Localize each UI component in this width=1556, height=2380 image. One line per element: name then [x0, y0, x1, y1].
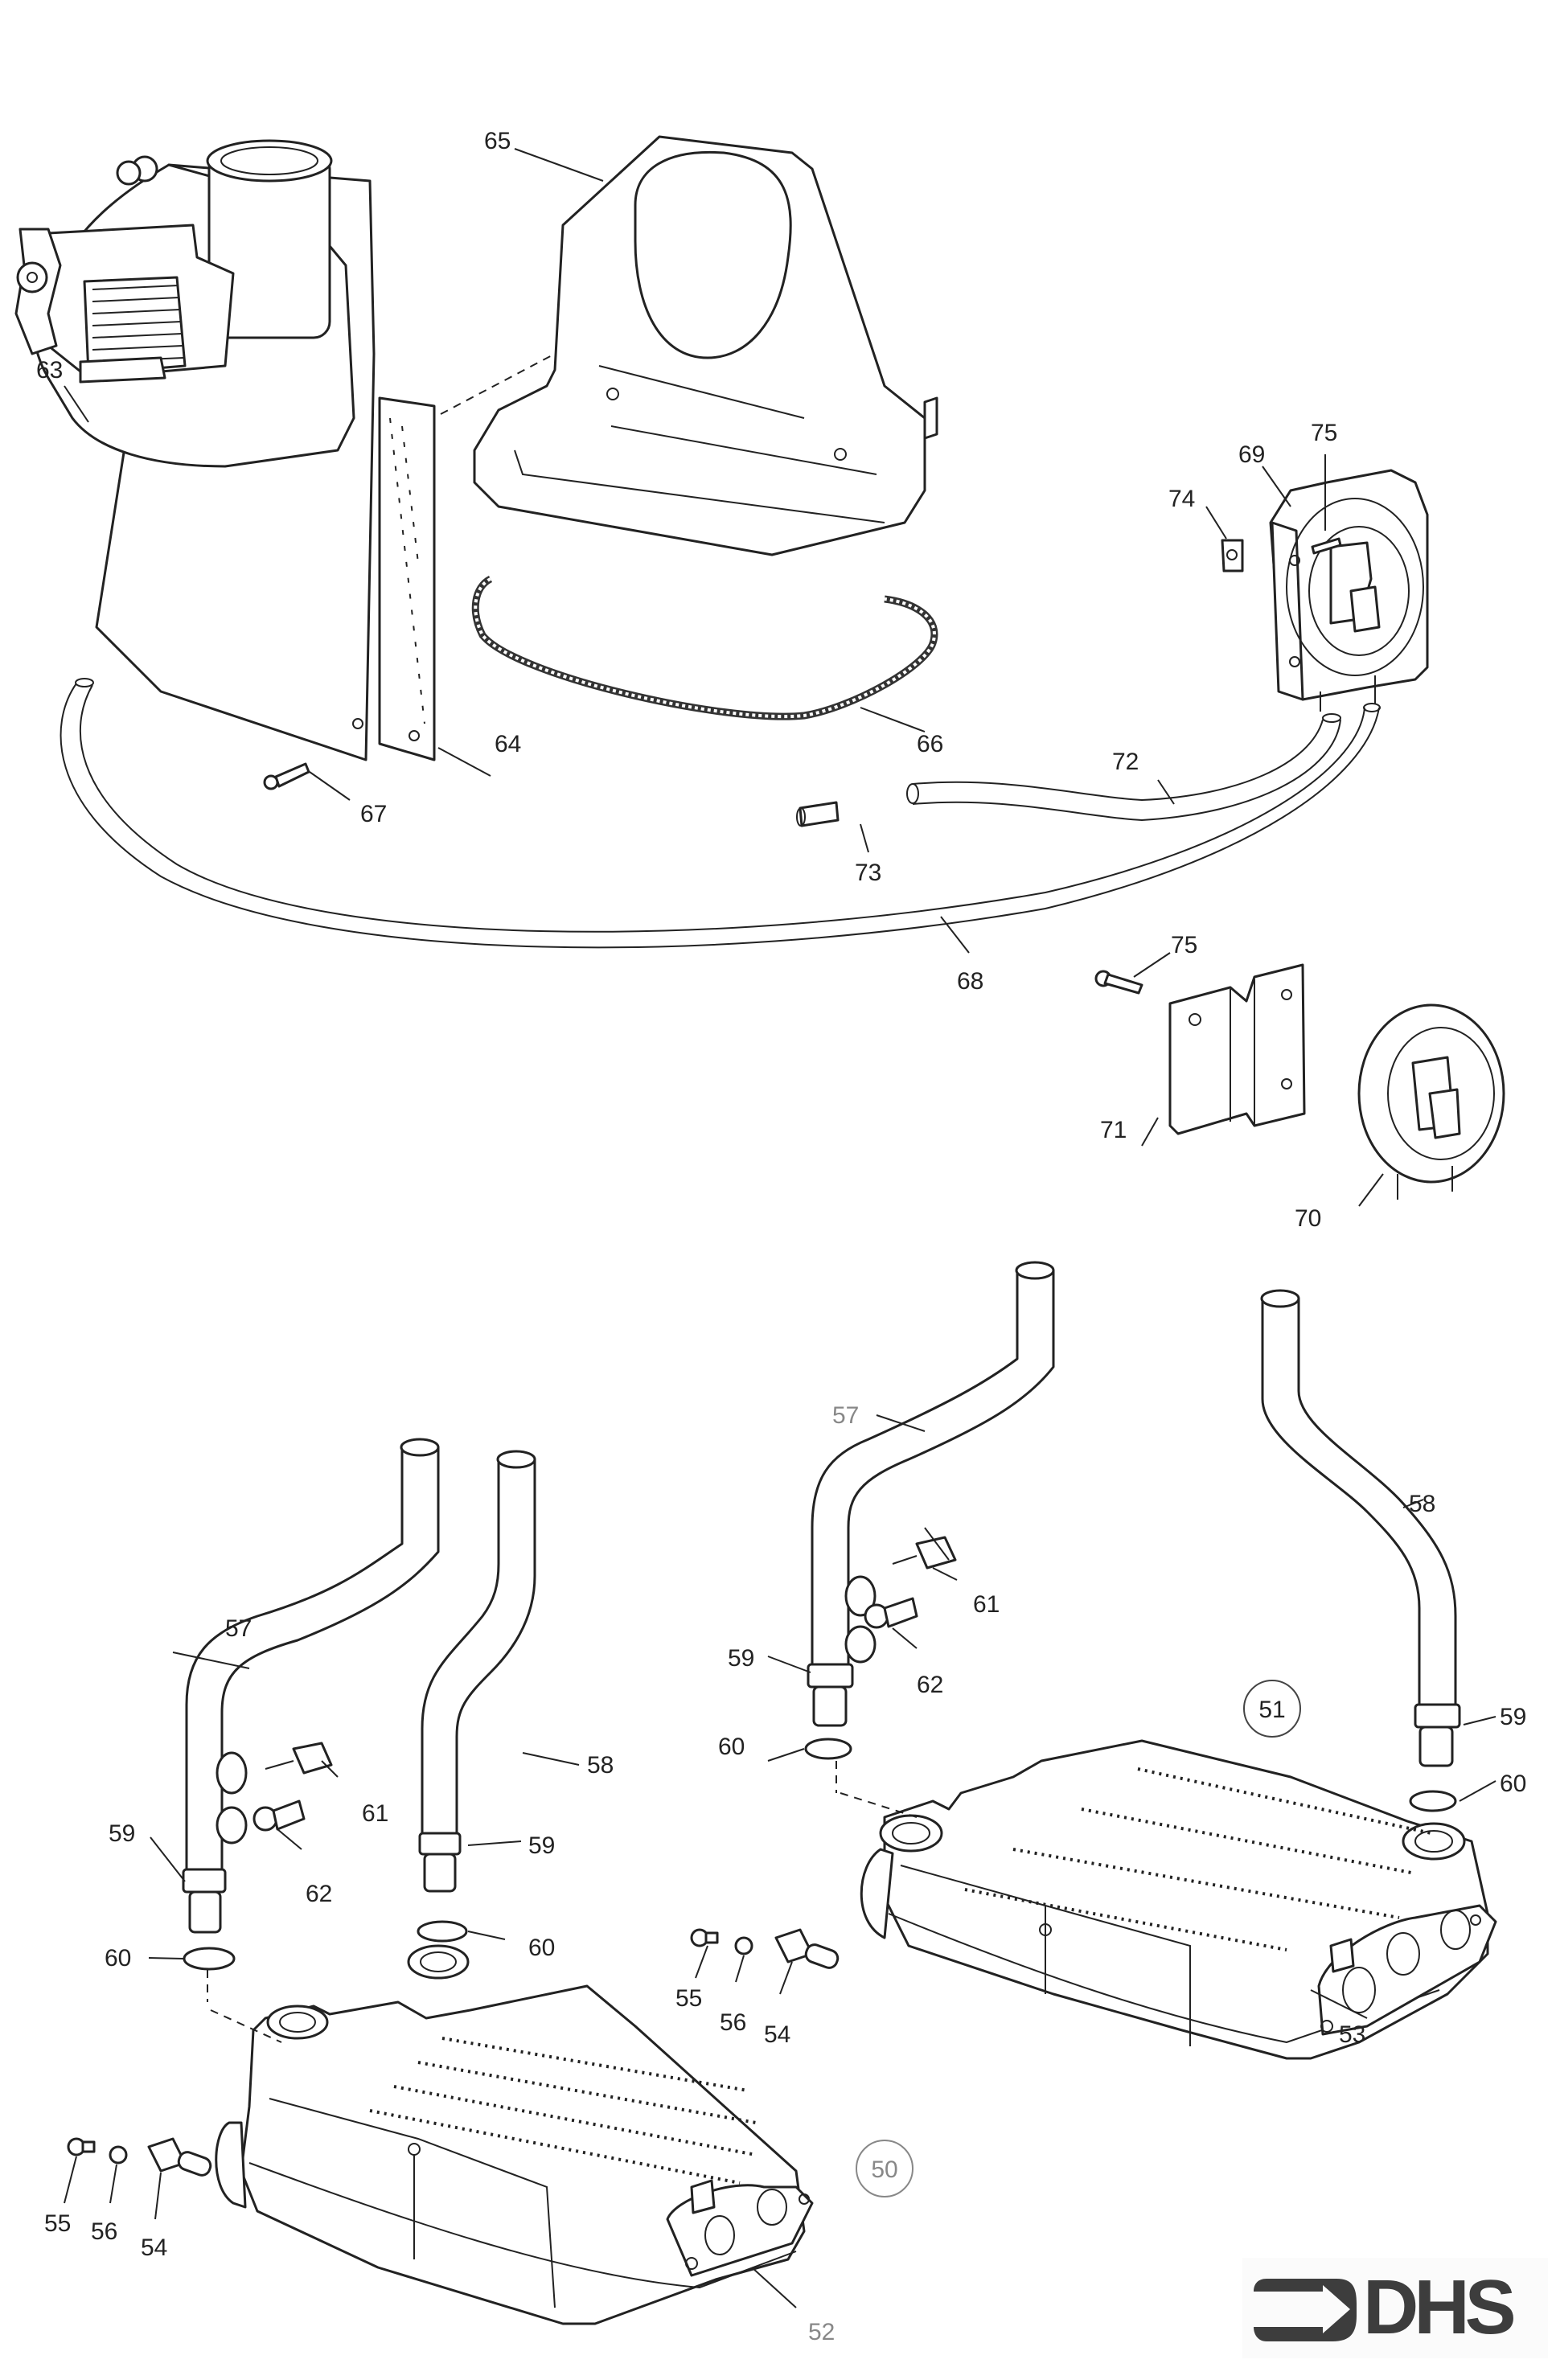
sealing-ring-60-right-a[interactable]: [804, 1738, 852, 1760]
label-61-left: 61: [362, 1800, 388, 1827]
label-60-left-a: 60: [105, 1945, 131, 1972]
screw-75-lower[interactable]: [1094, 970, 1143, 995]
washer-56-left[interactable]: [109, 2145, 128, 2165]
bracket-71[interactable]: [1168, 963, 1306, 1135]
assembly-callout-51: 51: [1243, 1680, 1301, 1738]
thermostat-62-right[interactable]: [864, 1597, 918, 1629]
logo-text: DHS: [1363, 2264, 1517, 2350]
label-56-left: 56: [91, 2218, 117, 2245]
pipe-nut-59-right-a[interactable]: [807, 1663, 854, 1727]
sealing-ring-60-left-a[interactable]: [183, 1947, 236, 1971]
label-75-lower: 75: [1171, 932, 1197, 958]
label-65: 65: [484, 128, 511, 154]
silicone-tube-72[interactable]: [906, 713, 1341, 822]
label-52: 52: [808, 2319, 835, 2345]
label-68: 68: [957, 968, 983, 995]
callout-labels: 63 65 64 66 67 73 72 68 69 75 74 75 71 7…: [36, 128, 1526, 2345]
washer-56-right[interactable]: [734, 1936, 753, 1955]
svg-text:51: 51: [1258, 1697, 1285, 1723]
alignment-line: [210, 2009, 282, 2043]
clip-nut-74[interactable]: [1221, 539, 1244, 572]
svg-text:50: 50: [871, 2156, 897, 2183]
sealing-ring-60-left-b[interactable]: [417, 1920, 468, 1943]
label-69: 69: [1238, 441, 1265, 468]
label-57-left: 57: [225, 1615, 252, 1642]
label-61-right: 61: [973, 1591, 1000, 1618]
label-62-left: 62: [306, 1881, 332, 1907]
drain-plug-54-left[interactable]: [147, 2137, 213, 2177]
label-63: 63: [36, 357, 63, 384]
flow-pipe-57-left[interactable]: [185, 1438, 440, 1871]
dhs-logo: DHS: [1242, 2258, 1548, 2358]
drain-plug-54-right[interactable]: [774, 1928, 840, 1970]
pressure-switch-70[interactable]: [1357, 1003, 1505, 1200]
screw-67[interactable]: [263, 762, 310, 790]
label-66: 66: [917, 731, 943, 757]
thermostat-62-left[interactable]: [252, 1799, 306, 1832]
label-59-left-b: 59: [528, 1832, 555, 1859]
label-57-right: 57: [832, 1402, 859, 1429]
label-54-left: 54: [141, 2234, 167, 2261]
heat-exchanger-53-vents: [964, 1767, 1432, 1951]
label-64: 64: [495, 731, 521, 757]
screw-55-right[interactable]: [690, 1928, 719, 1947]
pipe-nut-59-left-a[interactable]: [182, 1868, 227, 1934]
label-59-right-b: 59: [1500, 1704, 1526, 1730]
label-73: 73: [855, 860, 881, 886]
return-pipe-58-right[interactable]: [1260, 1289, 1457, 1706]
return-pipe-58-left[interactable]: [421, 1450, 536, 1835]
label-56-right: 56: [720, 2009, 746, 2036]
label-54-right: 54: [764, 2021, 790, 2048]
sensor-61-left[interactable]: [265, 1742, 333, 1775]
label-60-left-b: 60: [528, 1935, 555, 1961]
flow-pipe-57-right[interactable]: [811, 1261, 1055, 1674]
label-62-right: 62: [917, 1672, 943, 1698]
silicone-tube-68[interactable]: [60, 678, 1381, 949]
label-75-upper: 75: [1311, 420, 1337, 446]
label-60-right-b: 60: [1500, 1771, 1526, 1797]
label-59-left-a: 59: [109, 1820, 135, 1847]
label-58-left: 58: [587, 1752, 614, 1779]
sealing-ring-60-right-b[interactable]: [1409, 1790, 1457, 1812]
label-53: 53: [1339, 2021, 1365, 2048]
assembly-callout-50: 50: [856, 2140, 913, 2197]
label-71: 71: [1100, 1117, 1127, 1143]
heat-exchanger-52-vents: [369, 2037, 757, 2185]
label-55-left: 55: [44, 2210, 71, 2237]
heat-exchanger-52[interactable]: [215, 1944, 814, 2325]
logo-arrow-icon: [1254, 2279, 1357, 2341]
label-58-right: 58: [1409, 1491, 1435, 1517]
pipe-nut-59-left-b[interactable]: [418, 1832, 462, 1893]
fan-hood-65[interactable]: [473, 135, 938, 556]
label-55-right: 55: [675, 1985, 702, 2012]
connector-73[interactable]: [796, 801, 840, 827]
screw-55-left[interactable]: [67, 2137, 96, 2156]
leader-lines: [64, 148, 1496, 2308]
label-70: 70: [1295, 1205, 1321, 1232]
fan-63[interactable]: [14, 139, 376, 761]
pressure-switch-69[interactable]: [1269, 469, 1429, 712]
label-72: 72: [1112, 749, 1139, 775]
hood-seal-66[interactable]: [471, 575, 938, 720]
label-60-right-a: 60: [718, 1734, 745, 1760]
pipe-nut-59-right-b[interactable]: [1414, 1703, 1461, 1767]
label-67: 67: [360, 801, 387, 827]
heat-exchanger-53[interactable]: [860, 1739, 1497, 2060]
sensor-61-right[interactable]: [892, 1536, 957, 1570]
gasket-64[interactable]: [378, 396, 436, 761]
label-74: 74: [1168, 486, 1195, 512]
label-59-right-a: 59: [728, 1645, 754, 1672]
